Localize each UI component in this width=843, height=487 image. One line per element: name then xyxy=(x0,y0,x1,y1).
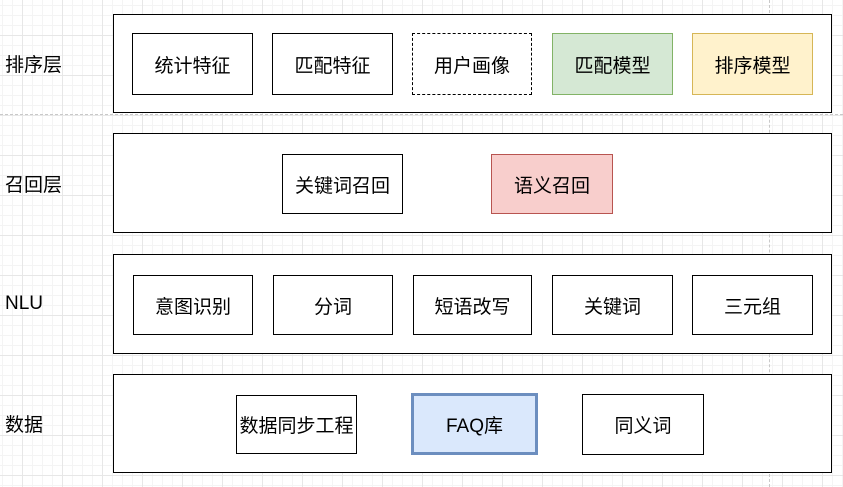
layer-label-ranking-layer[interactable]: 排序层 xyxy=(5,55,63,76)
box-data-sync-pipeline[interactable]: 数据同步工程 xyxy=(236,395,357,454)
layer-recall-layer[interactable] xyxy=(113,133,832,233)
page-break-horizontal-line xyxy=(0,114,843,115)
box-keyword-recall[interactable]: 关键词召回 xyxy=(282,154,403,214)
page-break-vertical-line xyxy=(769,0,770,487)
box-keywords[interactable]: 关键词 xyxy=(552,275,673,335)
box-intent-recognition[interactable]: 意图识别 xyxy=(133,275,253,335)
box-phrase-rewriting[interactable]: 短语改写 xyxy=(413,275,532,335)
layer-label-data-layer[interactable]: 数据 xyxy=(5,415,44,436)
box-triples[interactable]: 三元组 xyxy=(692,275,813,335)
box-semantic-recall[interactable]: 语义召回 xyxy=(491,154,613,214)
layer-label-recall-layer[interactable]: 召回层 xyxy=(5,174,63,196)
box-matching-model[interactable]: 匹配模型 xyxy=(552,33,673,95)
box-user-profile[interactable]: 用户画像 xyxy=(412,33,532,95)
box-word-segmentation[interactable]: 分词 xyxy=(273,275,393,335)
layer-label-nlu-layer[interactable]: NLU xyxy=(5,293,44,314)
layer-data-layer[interactable] xyxy=(113,374,832,473)
box-matching-features[interactable]: 匹配特征 xyxy=(272,33,393,95)
box-statistical-features[interactable]: 统计特征 xyxy=(132,33,253,95)
box-faq-database[interactable]: FAQ库 xyxy=(411,393,538,455)
box-synonyms[interactable]: 同义词 xyxy=(582,394,704,455)
box-ranking-model[interactable]: 排序模型 xyxy=(692,33,813,95)
